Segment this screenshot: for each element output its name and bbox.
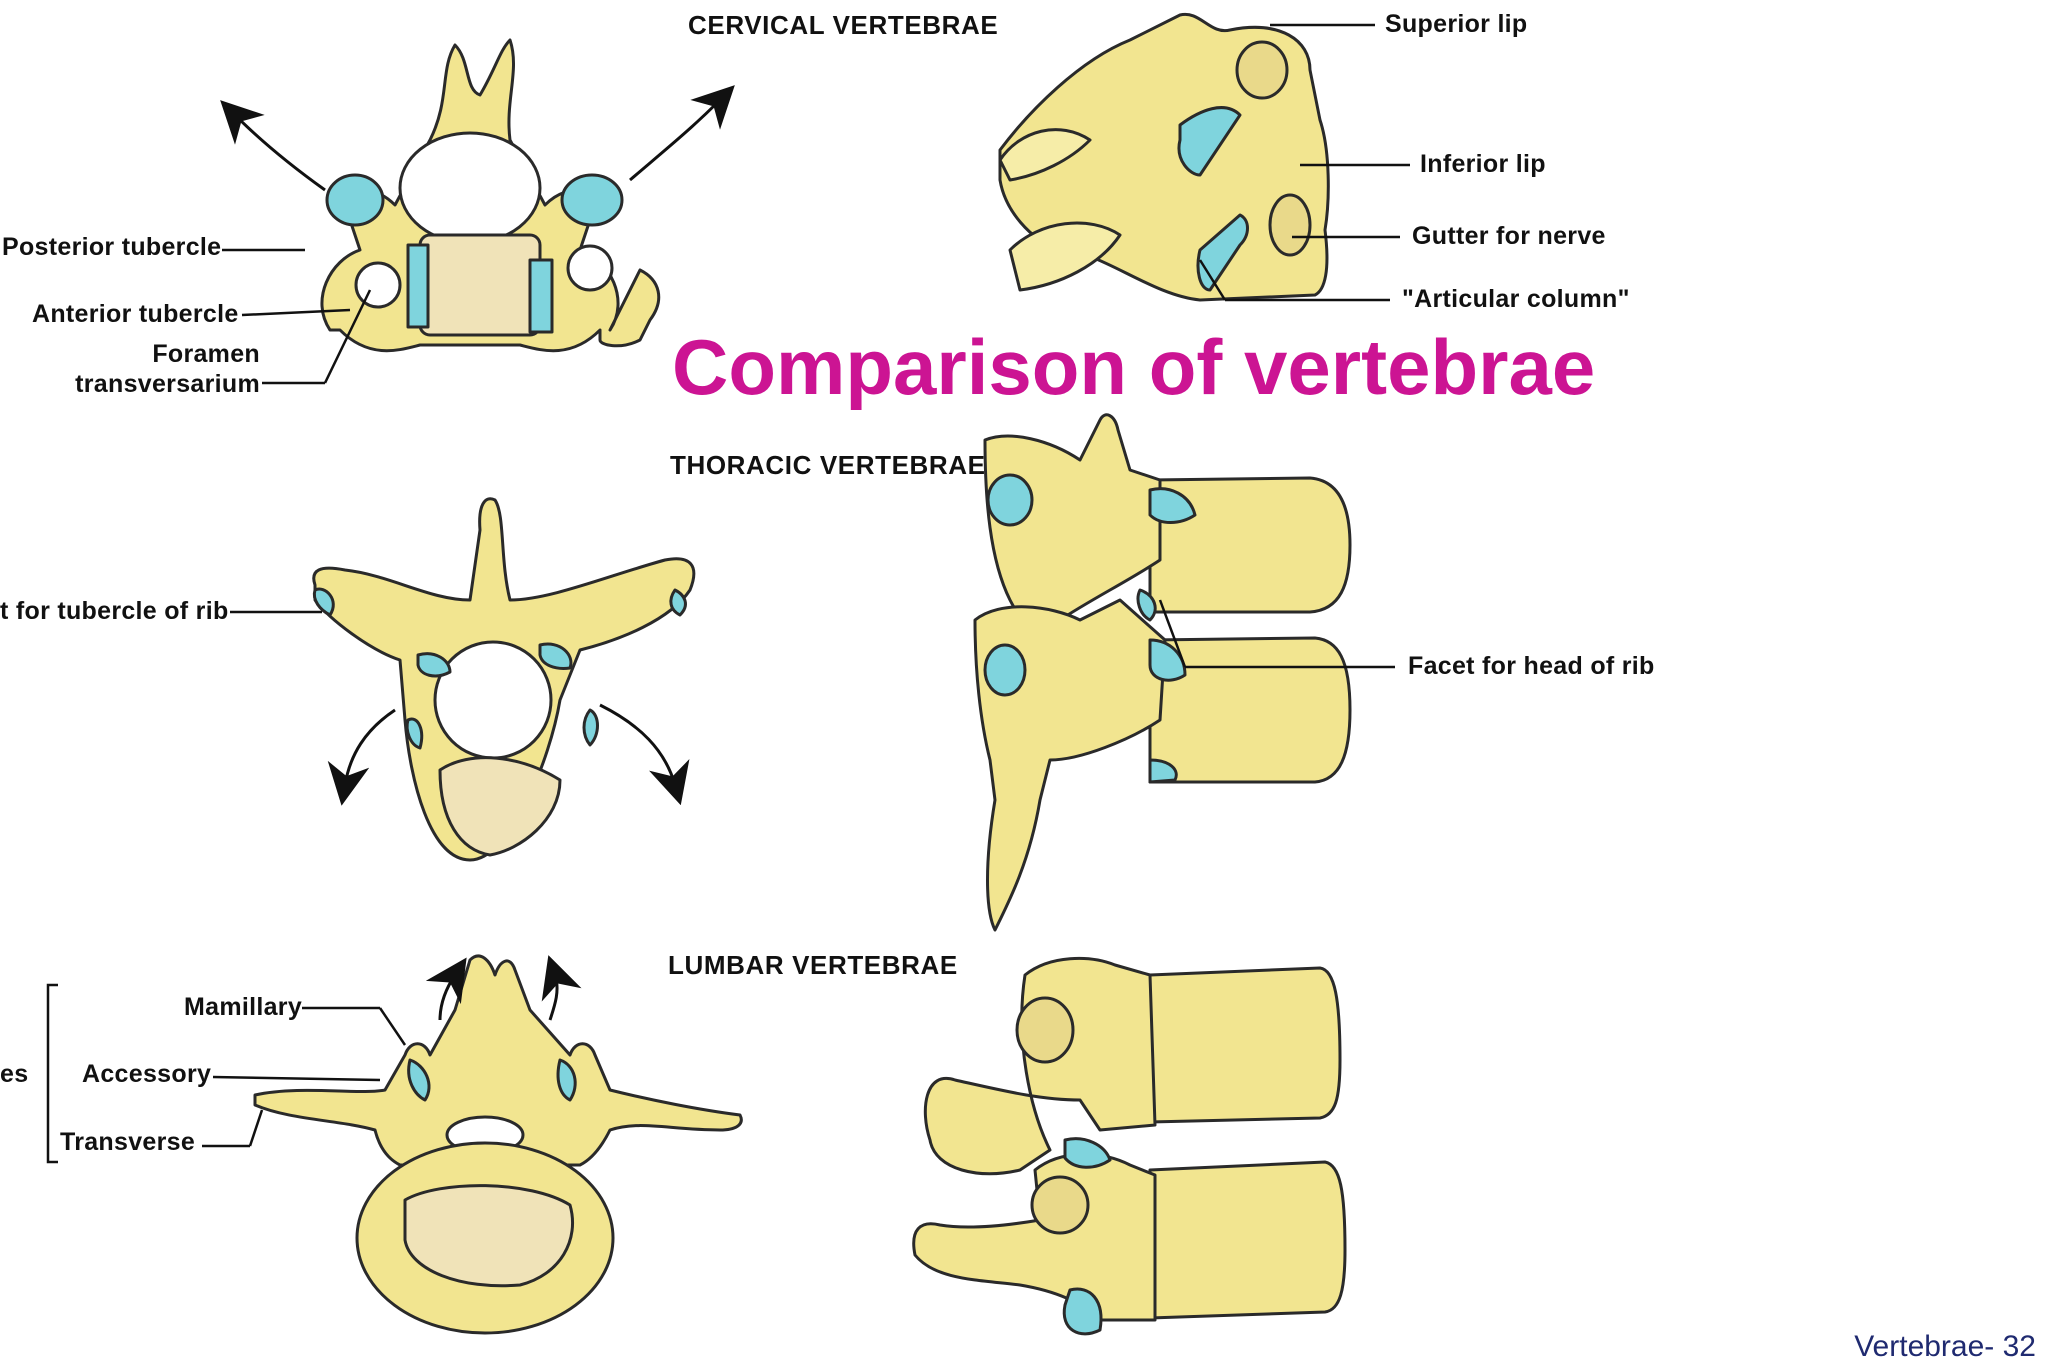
label-accessory: Accessory [82, 1060, 212, 1088]
cervical-superior-view [320, 38, 661, 353]
label-processes-fragment: es [0, 1060, 29, 1088]
label-facet-head-rib: Facet for head of rib [1408, 652, 1655, 680]
label-transverse: Transverse [60, 1128, 196, 1156]
thoracic-lateral-view [973, 413, 1352, 932]
label-articular-column: "Articular column" [1402, 285, 1630, 313]
lumbar-superior-view [253, 954, 743, 1335]
section-title-thoracic: THORACIC VERTEBRAE [670, 450, 986, 480]
label-foramen: Foramen [152, 340, 260, 368]
label-gutter-for-nerve: Gutter for nerve [1412, 222, 1606, 250]
lumbar-lateral-view [912, 956, 1347, 1336]
lumbar-left-arrow [425, 957, 467, 1021]
label-posterior-tubercle: Posterior tubercle [2, 233, 222, 261]
slide-title: Comparison of vertebrae [672, 323, 1596, 411]
lumbar-right-arrow [541, 955, 582, 1021]
label-transversarium: transversarium [75, 370, 260, 398]
cervical-left-arrow [220, 100, 326, 192]
label-mamillary: Mamillary [184, 993, 303, 1021]
section-title-lumbar: LUMBAR VERTEBRAE [668, 950, 958, 980]
label-superior-lip: Superior lip [1385, 10, 1528, 38]
label-anterior-tubercle: Anterior tubercle [32, 300, 239, 328]
thoracic-left-arrow [327, 708, 396, 806]
section-title-cervical: CERVICAL VERTEBRAE [688, 10, 999, 40]
footer-page-number: Vertebrae- 32 [1854, 1330, 2036, 1363]
thoracic-right-arrow [599, 703, 690, 806]
label-facet-tubercle-rib: t for tubercle of rib [0, 597, 229, 625]
cervical-right-arrow [629, 85, 735, 182]
cervical-lateral-view [998, 12, 1330, 302]
thoracic-superior-view [312, 497, 696, 862]
leader-lines [46, 23, 1410, 1164]
label-inferior-lip: Inferior lip [1420, 150, 1546, 178]
